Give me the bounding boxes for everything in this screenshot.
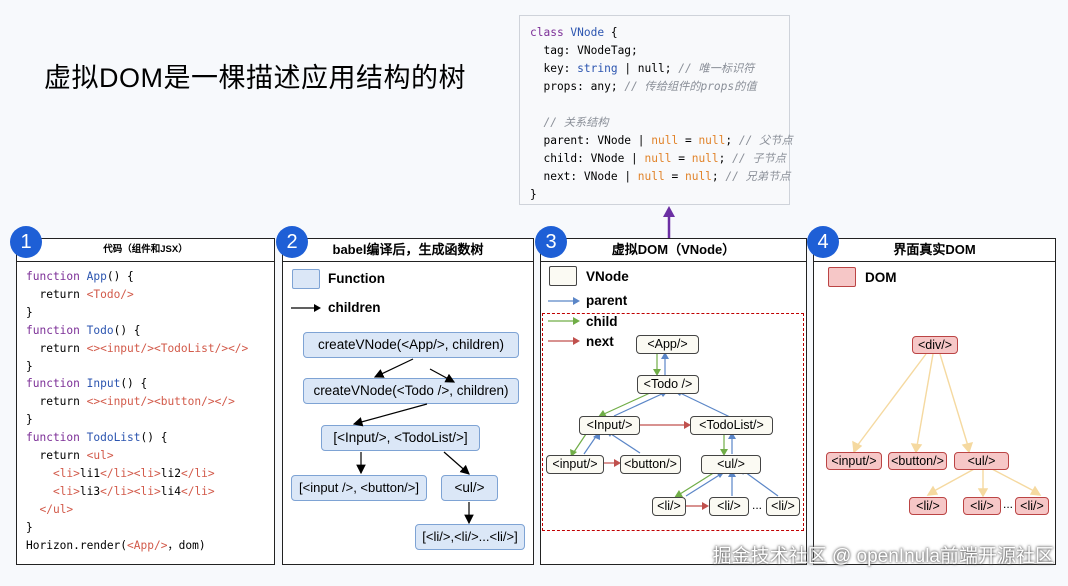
code-line: return <><input/><TodoList/></> [26,341,249,355]
dom-li: <li/> [963,497,1001,515]
dom-li: <li/> [909,497,947,515]
dom-tree-lines [852,353,1042,498]
code-line: // 关系结构 [543,116,609,129]
code-line: key: string | null; // 唯一标识符 [530,62,755,75]
code-line: } [26,359,33,373]
dom-li: <li/> [1015,497,1049,515]
dom-ellipsis: ... [1003,497,1014,511]
code-line: <li>li1</li><li>li2</li> [52,466,215,480]
legend-parent-label: parent [586,293,628,308]
fn-node-input-button: [<input />, <button/>] [291,475,427,501]
code-line: function TodoList() { [26,431,168,445]
legend-function-label: Function [328,271,385,286]
vnode-li: <li/> [766,497,800,516]
fn-node-li-list: [<li/>,<li/>...<li/>] [415,524,525,550]
legend-function-swatch [292,269,320,289]
vnode-todo: <Todo /> [637,375,699,394]
legend-arrows-3 [548,297,580,345]
legend-vnode-label: VNode [586,269,629,284]
babel-tree-arrows [352,358,474,525]
panel-title: 虚拟DOM（VNode） [541,239,806,262]
code-line: props: any; // 传给组件的props的值 [530,80,757,93]
legend-vnode-swatch [549,266,577,286]
vnode-li: <li/> [709,497,749,516]
dom-ul: <ul/> [954,452,1009,470]
code-line: } [530,188,537,201]
legend-children-arrow [291,304,321,312]
code-line: child: VNode | null = null; // 子节点 [530,152,786,165]
code-line: Horizon.render(<App/>，dom) [26,538,206,552]
code-line: parent: VNode | null = null; // 父节点 [530,134,793,147]
vnode-class-code-card: class VNode { tag: VNodeTag; key: string… [519,15,793,205]
vnode-todolist: <TodoList/> [690,416,773,435]
dom-input: <input/> [826,452,882,470]
vnode-ellipsis: ... [752,498,763,512]
code-line: return <><input/><button/></> [26,395,235,409]
step-badge-3: 3 [535,226,567,258]
fn-node-todo: createVNode(<Todo />, children) [303,378,519,404]
component-jsx-code: function App() { return <Todo/>} function… [26,268,248,555]
code-line: <li>li3</li><li>li4</li> [52,484,215,498]
code-line: function Input() { [26,377,148,391]
panel-code: 代码（组件和JSX） [16,238,275,565]
vnode-input: <input/> [546,455,604,474]
vnode-tree-dashed-frame [542,313,804,531]
legend-children-label: children [328,300,381,315]
page-title: 虚拟DOM是一棵描述应用结构的树 [44,63,466,93]
step-badge-1: 1 [10,226,42,258]
legend-dom-label: DOM [865,270,897,285]
fn-node-ul: <ul/> [441,475,498,501]
code-line: return <Todo/> [26,287,134,301]
step-badge-2: 2 [276,226,308,258]
panel-title: 代码（组件和JSX） [17,239,274,262]
vnode-li: <li/> [652,497,686,516]
code-line: function Todo() { [26,323,141,337]
vnode-ul: <ul/> [701,455,761,474]
legend-dom-swatch [828,267,856,287]
code-line [530,96,789,114]
code-line: } [26,413,33,427]
fn-node-app: createVNode(<App/>, children) [303,332,519,358]
dom-button: <button/> [888,452,947,470]
vnode-input-component: <Input/> [579,416,640,435]
dom-div: <div/> [912,336,958,354]
step-badge-4: 4 [807,226,839,258]
watermark: 掘金技术社区 @ openInula前端开源社区 [712,546,1054,567]
code-line: } [26,520,33,534]
panel-title: babel编译后，生成函数树 [283,239,533,262]
code-line: return <ul> [26,449,114,463]
code-line: tag: VNodeTag; [530,44,638,57]
code-line: next: VNode | null = null; // 兄弟节点 [530,170,791,183]
code-line: </ul> [39,502,74,516]
panel-title: 界面真实DOM [814,239,1055,262]
fn-node-input-todolist: [<Input/>, <TodoList/>] [321,425,480,451]
code-line: class VNode { [530,26,618,39]
legend-child-label: child [586,314,618,329]
code-line: function App() { [26,270,134,283]
vnode-app: <App/> [636,335,699,354]
vnode-button: <button/> [620,455,681,474]
code-line: } [26,305,33,319]
legend-next-label: next [586,334,614,349]
